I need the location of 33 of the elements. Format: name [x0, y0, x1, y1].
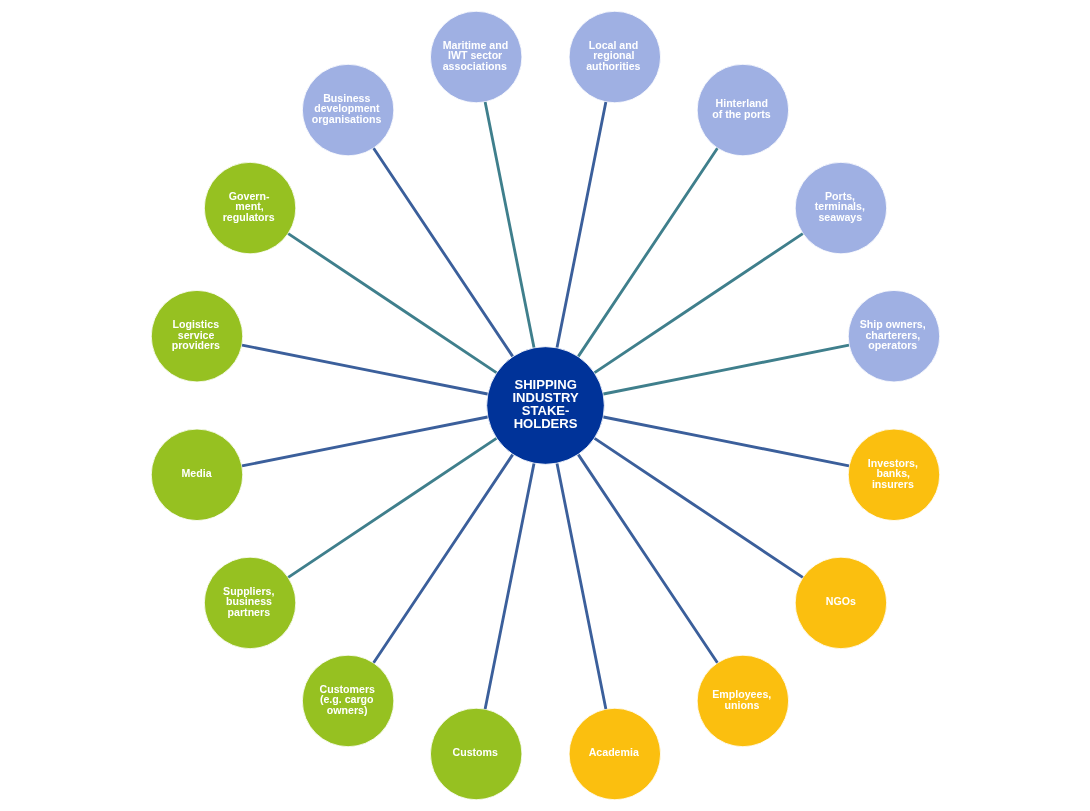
node-circle: Logistics service providers	[150, 290, 243, 383]
connector	[371, 147, 514, 358]
connector	[602, 415, 849, 468]
connector	[483, 101, 535, 348]
connector	[576, 147, 719, 358]
node-circle: Academia	[568, 707, 661, 801]
node-circle: Customers (e.g. cargo owners)	[301, 654, 394, 748]
connector	[241, 415, 488, 468]
connector	[602, 343, 849, 396]
node-circle: Maritime and IWT sector associations	[429, 10, 522, 104]
node-circle: Business development organisations	[301, 63, 394, 157]
node-circle: Employees, unions	[696, 654, 789, 748]
connector	[286, 437, 497, 579]
connector	[483, 463, 535, 710]
node-circle: Ship owners, charterers, operators	[847, 290, 940, 383]
node-circle: Suppliers, business partners	[203, 556, 296, 650]
connector	[576, 453, 719, 664]
node-circle: SHIPPING INDUSTRY STAKE- HOLDERS	[485, 346, 605, 465]
node-circle: Ports, terminals, seaways	[794, 161, 887, 255]
node-circle: Customs	[429, 707, 522, 801]
node-circle: Media	[150, 428, 243, 521]
node-circle: NGOs	[794, 556, 887, 650]
connector	[593, 232, 804, 374]
connector	[555, 101, 607, 348]
connector	[241, 343, 488, 396]
node-circle: Hinterland of the ports	[696, 63, 789, 157]
connector	[593, 437, 804, 579]
connector	[555, 463, 607, 710]
connector	[286, 232, 497, 374]
node-circle: Local and regional authorities	[568, 10, 661, 104]
connector	[371, 453, 514, 664]
node-circle: Investors, banks, insurers	[847, 428, 940, 521]
node-circle: Govern- ment, regulators	[203, 161, 296, 255]
